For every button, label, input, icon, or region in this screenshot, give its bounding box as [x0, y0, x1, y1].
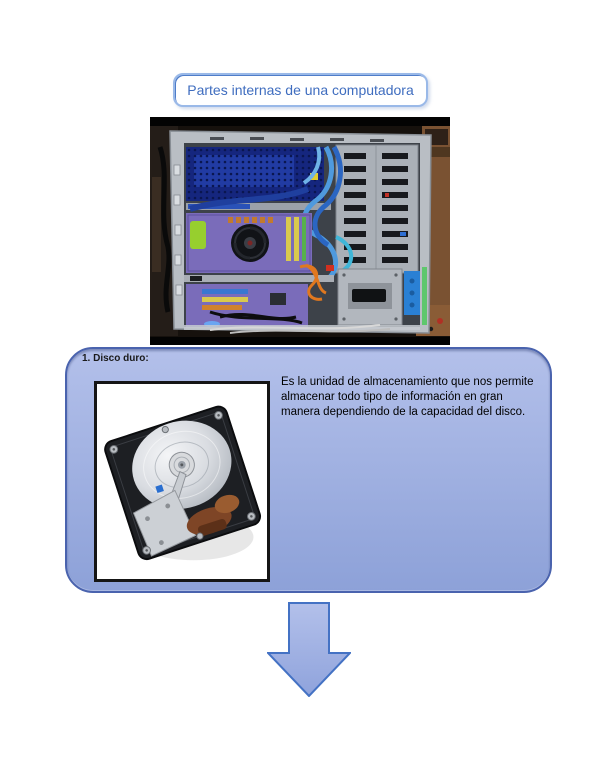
hard-disk-photo — [97, 384, 267, 579]
computer-internals-photo — [150, 117, 450, 345]
hdd-description: Es la unidad de almacenamiento que nos p… — [281, 376, 534, 418]
title-box: Partes internas de una computadora — [173, 73, 428, 107]
hdd-photo-frame — [94, 381, 270, 582]
hdd-section-label: 1. Disco duro: — [82, 353, 149, 364]
down-arrow-icon — [267, 602, 351, 697]
hdd-section-panel: 1. Disco duro: — [65, 347, 552, 593]
page-title: Partes internas de una computadora — [187, 82, 414, 98]
